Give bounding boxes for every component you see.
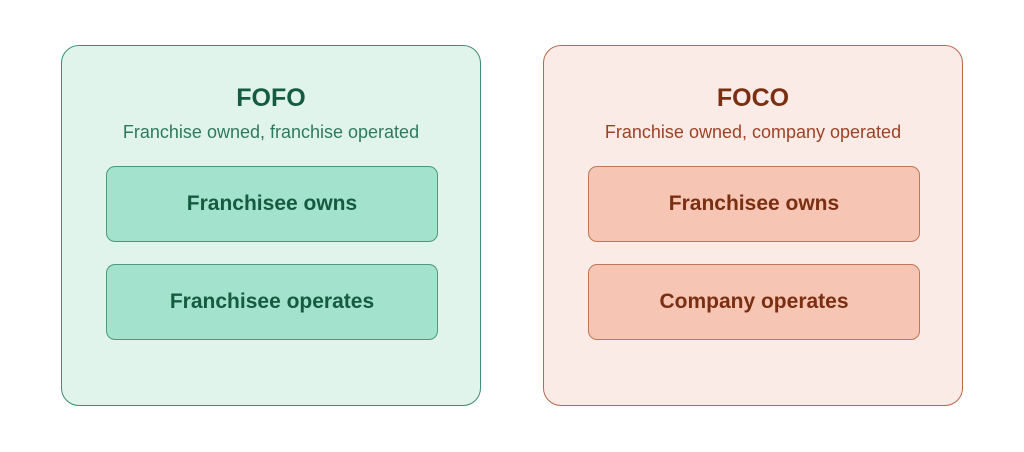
fofo-panel: FOFO Franchise owned, franchise operated… (61, 45, 481, 406)
foco-panel: FOCO Franchise owned, company operated F… (543, 45, 963, 406)
foco-operation-box: Company operates (588, 264, 920, 340)
foco-title: FOCO (716, 84, 790, 112)
fofo-operation-box: Franchisee operates (106, 264, 438, 340)
foco-subtitle: Franchise owned, company operated (604, 122, 902, 142)
fofo-ownership-box: Franchisee owns (106, 166, 438, 242)
foco-ownership-box: Franchisee owns (588, 166, 920, 242)
fofo-subtitle: Franchise owned, franchise operated (122, 122, 420, 142)
fofo-title: FOFO (236, 84, 306, 112)
